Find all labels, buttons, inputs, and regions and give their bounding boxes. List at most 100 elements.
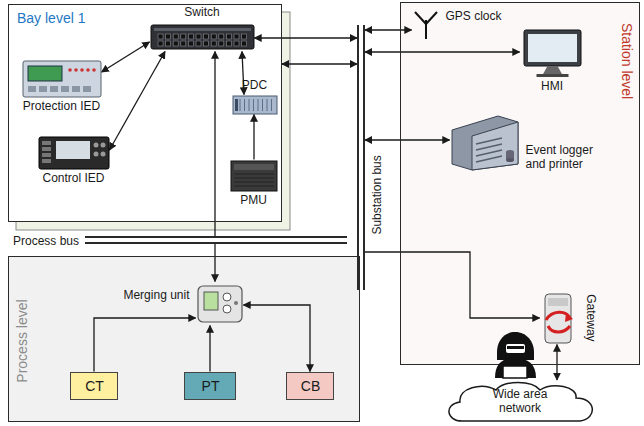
pied-icon-part — [23, 61, 101, 97]
switch-icon-part — [173, 34, 178, 39]
connector — [94, 318, 196, 372]
connector — [209, 326, 210, 372]
gps-icon-part — [415, 12, 426, 24]
switch-icon-part — [158, 41, 163, 46]
pmu-icon-part — [231, 161, 277, 191]
pied-icon-part — [68, 68, 72, 72]
connector — [102, 42, 150, 72]
device-box: CB — [286, 372, 334, 400]
pmu-icon-part — [234, 173, 274, 174]
pdc-icon — [232, 95, 278, 115]
mu-icon-part — [223, 305, 231, 313]
panel-heading: Process level — [14, 299, 30, 382]
node-label: HMI — [541, 80, 563, 94]
node-label: Event logger and printer — [526, 144, 608, 172]
switch-icon-part — [158, 34, 163, 39]
logger-icon-part — [476, 138, 502, 144]
device-box: PT — [184, 372, 236, 400]
switch-icon-part — [180, 34, 185, 39]
node-label: GPS clock — [446, 10, 502, 24]
node-label: Process bus — [13, 235, 79, 249]
pdc-icon-part — [233, 96, 277, 114]
node-label: PMU — [240, 194, 267, 208]
switch-icon-part — [165, 34, 170, 39]
node-label: CT — [85, 378, 104, 394]
device-icon: PDC — [232, 95, 278, 115]
bus-bar: Substation bus — [357, 25, 365, 290]
cied-icon — [38, 136, 110, 170]
logger-icon-part — [476, 156, 502, 162]
node-label: PT — [202, 378, 220, 394]
switch-icon-part — [241, 41, 246, 46]
device-icon: Gateway — [540, 292, 576, 345]
connector — [214, 52, 215, 237]
pied-icon-part — [86, 68, 90, 72]
bus-bar: Process bus — [85, 236, 347, 244]
gateway-icon — [540, 292, 576, 345]
pied-icon-part — [28, 86, 36, 92]
cied-icon-part — [42, 159, 51, 163]
logger-icon-part — [452, 116, 518, 170]
level-panel: Process level Merging unitCT PT CB — [8, 256, 360, 422]
process-panel-fill — [8, 256, 360, 422]
pied-icon-part — [50, 86, 58, 92]
node-label: Protection IED — [23, 100, 100, 114]
switch-icon-part — [226, 34, 231, 39]
pdc-icon-part — [235, 99, 238, 111]
pdc-icon-part — [239, 99, 240, 111]
cied-icon-part — [42, 153, 51, 157]
cied-icon-part — [42, 147, 51, 151]
level-panel: Station level GPS clockHMI Event logger an… — [400, 2, 640, 365]
node-label: Gateway — [583, 294, 597, 341]
hmi-icon-part — [524, 30, 581, 66]
gps-icon — [412, 10, 440, 40]
switch-icon-part — [218, 34, 223, 39]
panel-heading: Station level — [619, 23, 635, 99]
mu-icon — [196, 282, 244, 326]
cloud-icon-part — [449, 383, 592, 422]
switch-icon-part — [218, 41, 223, 46]
logger-icon-part — [476, 144, 502, 150]
pied-icon-part — [72, 86, 80, 92]
connector — [253, 115, 254, 160]
pied-icon-part — [61, 86, 69, 92]
hacker-face — [506, 344, 525, 353]
connector — [365, 252, 540, 318]
connector — [556, 345, 557, 381]
hmi-icon — [520, 28, 585, 78]
node-label: Merging unit — [123, 289, 189, 303]
device-icon: Event logger and printer — [450, 108, 520, 172]
cied-icon-part — [56, 141, 90, 159]
pied-icon-part — [92, 68, 96, 72]
cied-icon-part — [93, 142, 98, 147]
switch-icon-part — [188, 41, 193, 46]
hmi-icon-part — [536, 74, 568, 77]
pied-icon-part — [80, 68, 84, 72]
pied-icon-part — [39, 86, 47, 92]
hacker-body — [495, 358, 536, 378]
logger-icon-part — [476, 150, 502, 156]
pdc-icon-part — [266, 99, 267, 111]
cied-icon-part — [100, 151, 105, 156]
node-label: Switch — [184, 6, 219, 20]
pied-icon-part — [83, 86, 91, 92]
mu-icon-part — [234, 301, 238, 305]
switch-icon-part — [196, 34, 201, 39]
pdc-icon-part — [262, 99, 263, 111]
gateway-icon-part — [565, 313, 573, 322]
switch-icon-part — [165, 41, 170, 46]
device-icon: Merging unit — [196, 282, 244, 326]
pmu-icon — [230, 160, 278, 192]
connector — [255, 37, 358, 38]
pied-icon — [22, 60, 102, 98]
cied-icon-part — [93, 151, 98, 156]
pdc-icon-part — [257, 99, 258, 111]
station-panel-fill — [400, 2, 640, 365]
bay-panel-fill — [8, 4, 282, 222]
switch-icon-part — [173, 41, 178, 46]
connector — [282, 63, 357, 64]
switch-icon-part — [154, 28, 251, 31]
gateway-icon-part — [548, 326, 570, 332]
